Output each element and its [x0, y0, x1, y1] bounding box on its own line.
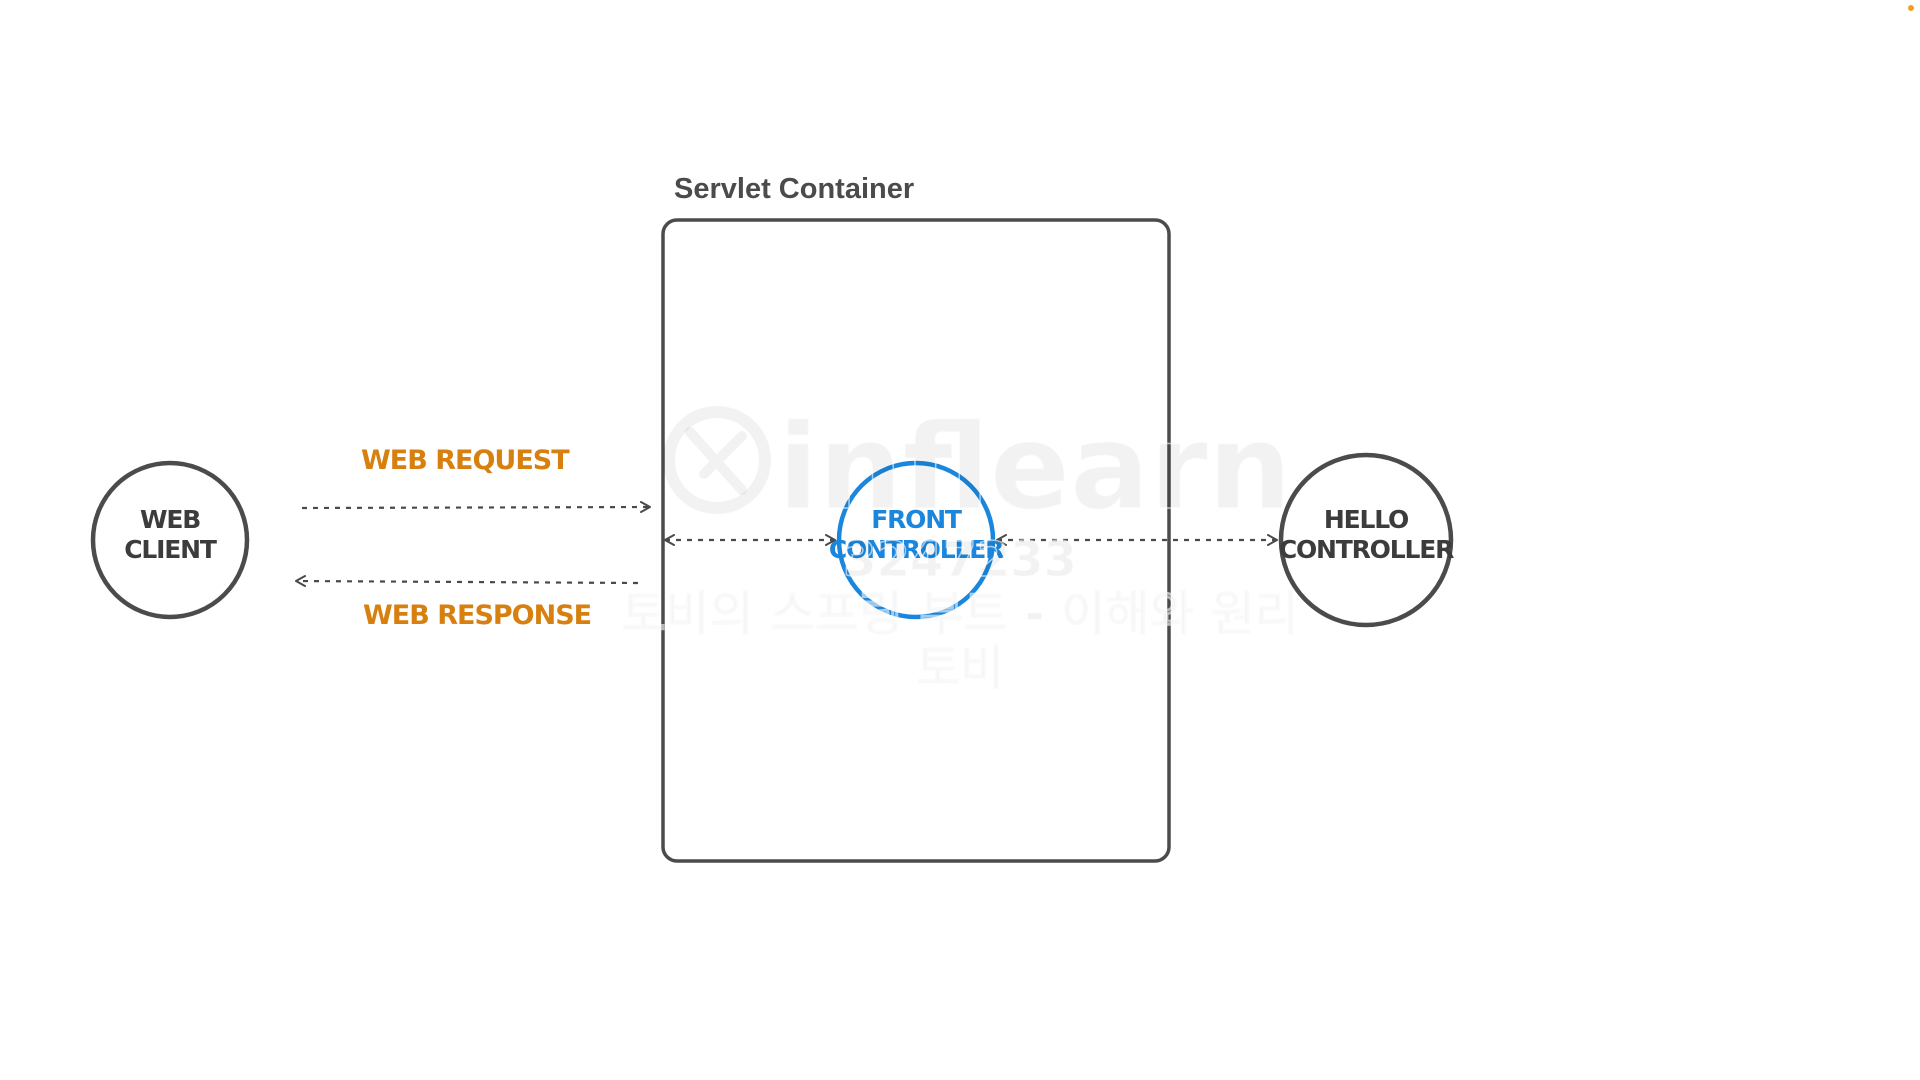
web-client-node: WEB CLIENT — [90, 460, 250, 620]
web-client-label-line1: WEB — [140, 505, 200, 534]
hello-controller-node: HELLO CONTROLLER — [1278, 452, 1455, 628]
front-controller-label-line1: FRONT — [871, 505, 962, 534]
course-watermark: inflearn 3247233 토비의 스프링 부트 - 이해와 원리 토비 — [620, 397, 1299, 697]
inflearn-logo-icon — [663, 406, 771, 514]
web-request-arrow — [301, 501, 651, 514]
watermark-logo-text: inflearn — [778, 398, 1292, 536]
web-response-arrow — [295, 575, 639, 588]
front-controller-node: FRONT CONTROLLER — [829, 460, 1005, 620]
web-request-label: WEB REQUEST — [361, 445, 570, 476]
watermark-course-text: 토비의 스프링 부트 - 이해와 원리 — [621, 586, 1299, 642]
front-controller-circle — [836, 460, 996, 620]
front-controller-label-line2: CONTROLLER — [829, 535, 1004, 564]
hello-controller-circle — [1278, 452, 1454, 628]
watermark-author-text: 토비 — [916, 640, 1004, 696]
web-client-label-line2: CLIENT — [124, 535, 217, 564]
web-client-circle — [90, 460, 250, 620]
corner-indicator-dot — [1908, 5, 1914, 11]
servlet-container-title: Servlet Container — [674, 173, 914, 205]
hello-controller-label-line2: CONTROLLER — [1279, 535, 1454, 564]
watermark-id-text: 3247233 — [843, 532, 1077, 588]
hello-controller-label-line1: HELLO — [1324, 505, 1408, 534]
web-response-label: WEB RESPONSE — [363, 600, 591, 631]
